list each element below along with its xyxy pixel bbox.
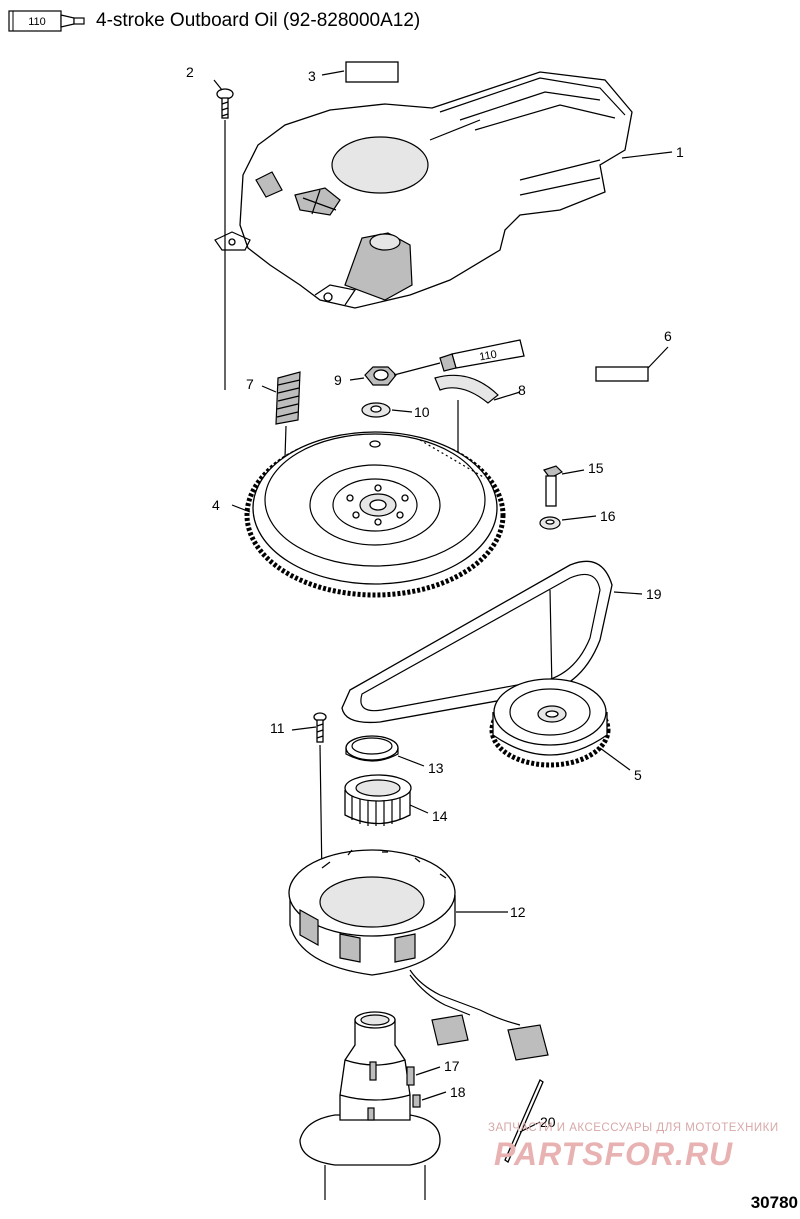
washer-10 — [361, 402, 391, 418]
callout-7[interactable]: 7 — [246, 376, 254, 392]
callout-6[interactable]: 6 — [664, 328, 672, 344]
tie-strap-20 — [504, 1079, 544, 1163]
oil-tube-icon: 110 — [8, 10, 88, 32]
callout-15[interactable]: 15 — [588, 460, 604, 476]
pad-8 — [434, 374, 499, 404]
callout-2[interactable]: 2 — [186, 64, 194, 80]
screw-11 — [313, 712, 327, 881]
callout-19[interactable]: 19 — [646, 586, 662, 602]
svg-text:110: 110 — [28, 16, 46, 28]
callout-5[interactable]: 5 — [634, 767, 642, 783]
leader-lines — [213, 70, 673, 1133]
callout-1[interactable]: 1 — [676, 144, 684, 160]
lubricant-legend: 110 4-stroke Outboard Oil (92-828000A12) — [8, 8, 420, 34]
stator — [288, 849, 456, 976]
callout-14[interactable]: 14 — [432, 808, 448, 824]
ring-13 — [345, 735, 399, 762]
wire-harness — [409, 969, 549, 1061]
callout-4[interactable]: 4 — [212, 497, 220, 513]
flywheel-cover — [214, 71, 633, 309]
lubricant-description: 4-stroke Outboard Oil (92-828000A12) — [96, 10, 421, 31]
decal-3 — [345, 61, 399, 83]
cover-bolt — [216, 88, 234, 390]
flywheel-nut — [364, 366, 397, 386]
callout-8[interactable]: 8 — [518, 382, 526, 398]
callout-13[interactable]: 13 — [428, 760, 444, 776]
pulley — [489, 678, 611, 768]
figure-number: 30780 — [750, 1193, 798, 1212]
callout-18[interactable]: 18 — [450, 1084, 466, 1100]
tube-label-drawing: 110 — [478, 349, 497, 364]
callout-20[interactable]: 20 — [540, 1114, 556, 1130]
callout-16[interactable]: 16 — [600, 508, 616, 524]
callout-3[interactable]: 3 — [308, 68, 316, 84]
flywheel — [244, 431, 506, 598]
key-18 — [412, 1094, 421, 1108]
decal-6 — [595, 366, 649, 382]
oil-tube-drawing: 110 — [393, 339, 525, 376]
crankshaft — [299, 1011, 441, 1200]
callout-9[interactable]: 9 — [334, 372, 342, 388]
washer-16 — [539, 516, 561, 530]
callout-10[interactable]: 10 — [414, 404, 430, 420]
watermark-tagline: ЗАПЧАСТИ И АКСЕССУАРЫ ДЛЯ МОТОТЕХНИКИ — [488, 1122, 779, 1134]
callout-11[interactable]: 11 — [270, 720, 285, 736]
watermark-brand: PARTSFOR.RU — [494, 1136, 734, 1172]
bolt-15 — [543, 465, 564, 507]
key-17 — [406, 1066, 415, 1086]
gear-14 — [344, 774, 412, 826]
callout-17[interactable]: 17 — [444, 1058, 460, 1074]
callout-12[interactable]: 12 — [510, 904, 526, 920]
